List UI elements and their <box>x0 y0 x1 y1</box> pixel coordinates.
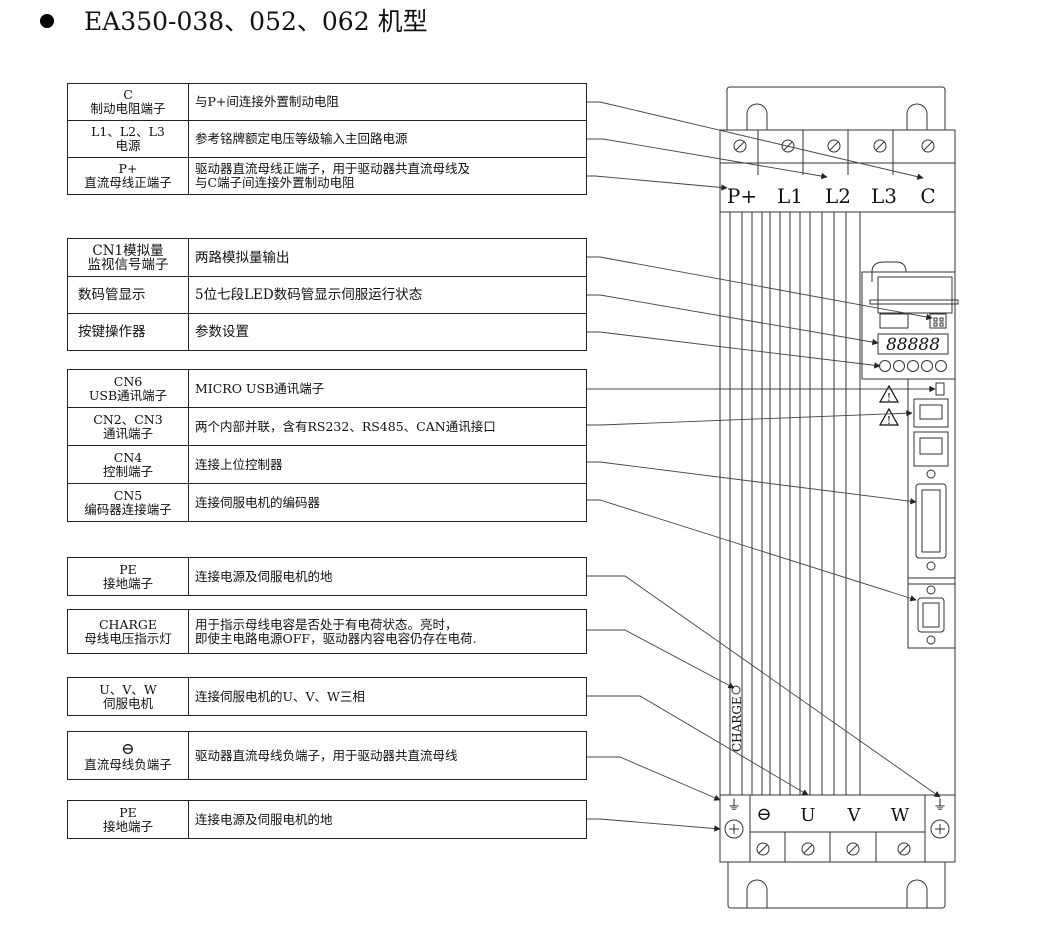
bottom-terminal-block <box>719 794 956 863</box>
high-voltage-warning-icon <box>878 407 900 426</box>
terminal-table-display: CN1模拟量监视信号端子 两路模拟量输出 数码管显示 5位七段LED数码管显示伺… <box>67 238 587 351</box>
row-description: 用于指示母线电容是否处于有电荷状态。亮时，即使主电路电源OFF，驱动器内容电容仍… <box>188 609 587 654</box>
row-description: 连接伺服电机的U、V、W三相 <box>188 677 587 716</box>
bullet-icon <box>40 13 54 28</box>
row-description: 参考铭牌额定电压等级输入主回路电源 <box>188 120 587 158</box>
leader-lines <box>587 101 941 832</box>
terminal-label-l1: L1 <box>777 184 803 208</box>
row-description: 连接电源及伺服电机的地 <box>188 800 587 839</box>
row-description: 参数设置 <box>188 313 587 351</box>
row-description: 5位七段LED数码管显示伺服运行状态 <box>188 276 587 314</box>
keypad-buttons <box>879 360 947 372</box>
row-label: ⊖直流母线负端子 <box>67 731 189 780</box>
row-description: 连接电源及伺服电机的地 <box>188 557 587 596</box>
cn4-connector <box>915 483 947 559</box>
terminal-label-w: W <box>891 805 910 826</box>
terminal-label-l2: L2 <box>825 184 851 208</box>
terminal-label-c: C <box>920 184 935 208</box>
terminal-label-p-plus: P+ <box>727 184 757 208</box>
ground-icon: ⏚ <box>933 798 947 814</box>
charge-indicator-label: CHARGE <box>730 696 744 752</box>
top-mounting-bracket <box>726 86 946 130</box>
page-title: EA350-038、052、062 机型 <box>40 2 428 38</box>
row-description: 驱动器直流母线负端子，用于驱动器共直流母线 <box>188 731 587 780</box>
cn5-connector <box>917 597 945 633</box>
row-label: P+直流母线正端子 <box>67 157 189 195</box>
terminal-label-dc-negative: ⊖ <box>756 804 771 825</box>
ground-icon: ⏚ <box>727 798 741 814</box>
cn2-port <box>913 398 949 428</box>
row-description: 两路模拟量输出 <box>188 238 587 277</box>
charge-led <box>731 685 741 695</box>
cn3-port <box>913 431 949 467</box>
usb-port <box>935 382 945 396</box>
cn1-connector <box>929 313 947 329</box>
terminal-table-dc-negative: ⊖直流母线负端子 驱动器直流母线负端子，用于驱动器共直流母线 <box>67 731 587 780</box>
row-description: 与P+间连接外置制动电阻 <box>188 83 587 121</box>
table-row: 按键操作器 参数设置 <box>67 313 587 351</box>
led-display-digits: 88888 <box>886 335 940 355</box>
terminal-label-v: V <box>847 805 862 826</box>
table-row: P+直流母线正端子 驱动器直流母线正端子，用于驱动器共直流母线及与C端子间连接外… <box>67 157 587 195</box>
bottom-mounting-bracket <box>727 862 946 909</box>
svg-text:!: ! <box>887 391 891 404</box>
table-row: 数码管显示 5位七段LED数码管显示伺服运行状态 <box>67 276 587 314</box>
heatsink-fins <box>729 212 861 795</box>
row-description: 连接伺服电机的编码器 <box>188 483 587 522</box>
row-label: 按键操作器 <box>67 313 189 351</box>
row-description: 驱动器直流母线正端子，用于驱动器共直流母线及与C端子间连接外置制动电阻 <box>188 157 587 195</box>
svg-text:!: ! <box>887 414 891 427</box>
terminal-label-l3: L3 <box>871 184 897 208</box>
warning-icon <box>878 384 900 403</box>
terminal-label-u: U <box>800 805 815 826</box>
row-description: 两个内部并联，含有RS232、RS485、CAN通讯接口 <box>188 407 587 446</box>
table-row: ⊖直流母线负端子 驱动器直流母线负端子，用于驱动器共直流母线 <box>67 731 587 780</box>
